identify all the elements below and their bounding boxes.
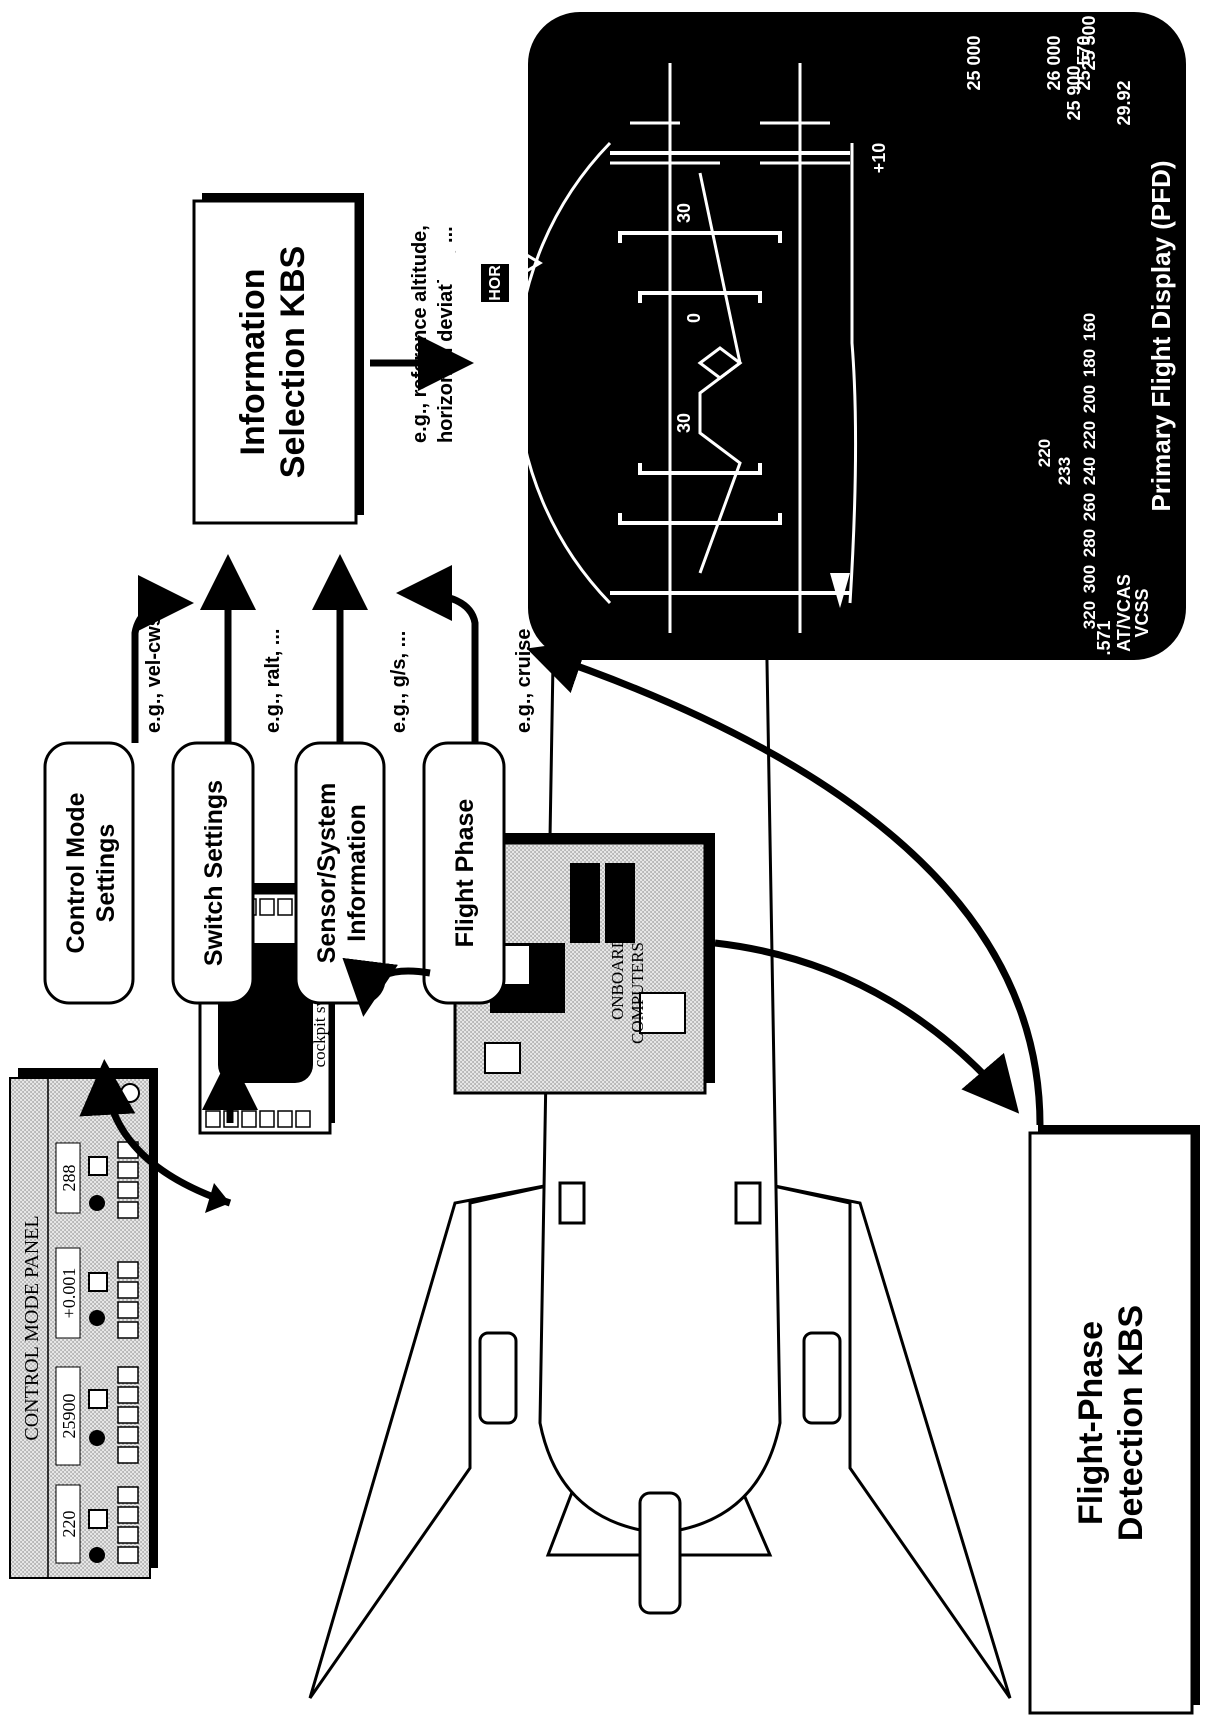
pfd-heading-center: 0	[684, 313, 704, 323]
pfd-speed-mode-1: AT/VCAS	[1114, 574, 1134, 652]
pfd-speed-ref: 220	[1035, 439, 1054, 467]
example-output-line1: e.g., reference altitude,	[409, 225, 431, 443]
example-switch: e.g., ralt, ...	[262, 629, 284, 733]
pfd-mach: .571	[1094, 620, 1114, 655]
control-panel-title: CONTROL MODE PANEL	[21, 1215, 43, 1440]
sensor-system-line1: Sensor/System	[313, 783, 341, 964]
primary-flight-display: Primary Flight Display (PFD) AT/VCAS VCS…	[440, 12, 1186, 660]
control-mode-line2: Settings	[92, 824, 120, 923]
information-selection-kbs-box: Information Selection KBS	[192, 193, 364, 525]
readout-speed: 220	[59, 1511, 79, 1538]
control-panel-readouts: 220 25900 +0.001 288	[55, 1142, 81, 1564]
pfd-alt-partial: 25 500	[1079, 15, 1099, 70]
pfd-hor-tag: HOR	[487, 265, 504, 301]
pfd-alt-tick-1: 26 000	[1044, 35, 1064, 90]
arrow-computers-to-sensor	[342, 957, 431, 1017]
pfd-speed-tick-2: 280	[1080, 529, 1099, 557]
pfd-speed-tick-5: 220	[1080, 421, 1099, 449]
readout-vs: +0.001	[59, 1268, 79, 1319]
flight-phase-kbs-line2: Detection KBS	[1112, 1305, 1150, 1541]
pfd-speed-current: 233	[1055, 457, 1074, 485]
readout-heading: 288	[59, 1165, 79, 1192]
pfd-speed-tick-0: 320	[1080, 601, 1099, 629]
pfd-frame	[528, 12, 1186, 660]
control-mode-box	[43, 741, 135, 1005]
onboard-computers-label-2: COMPUTERS	[628, 942, 647, 1044]
pfd-speed-tick-3: 260	[1080, 493, 1099, 521]
input-boxes: Control Mode Settings Switch Settings Se…	[43, 741, 506, 1005]
info-selection-line2: Selection KBS	[274, 246, 312, 478]
flight-phase-kbs-line1: Flight-Phase	[1072, 1321, 1110, 1525]
pfd-alt-current: 25 570	[1074, 35, 1094, 90]
example-sensor: e.g., g/s, ...	[388, 631, 410, 733]
flight-phase-box	[422, 741, 506, 1005]
readout-altitude: 25900	[59, 1394, 79, 1439]
flight-phase-detection-kbs-box: Flight-Phase Detection KBS	[1028, 1125, 1200, 1715]
control-mode-line1: Control Mode	[62, 792, 90, 953]
sensor-system-line2: Information	[343, 804, 371, 942]
pfd-alt-setting: 29.92	[1114, 80, 1134, 125]
switch-settings-box	[171, 741, 255, 1005]
arrow-panel-to-control-mode	[79, 1059, 232, 1207]
arrow-phase-to-isk	[396, 565, 479, 743]
pfd-caption: Primary Flight Display (PFD)	[1146, 160, 1176, 511]
pfd-speed-tick-8: 160	[1080, 313, 1099, 341]
onboard-computers-label-1: ONBOARD	[608, 936, 627, 1020]
control-mode-panel: CONTROL MODE PANEL 220 25900 +0.001 288	[9, 1068, 158, 1579]
pfd-heading-right: 30	[674, 203, 694, 223]
flight-phase-label: Flight Phase	[451, 799, 479, 948]
pfd-speed-mode-2: VCSS	[1132, 588, 1152, 637]
pfd-heading-left: 30	[674, 413, 694, 433]
arrow-computers-to-fpkbs	[714, 939, 1020, 1114]
arrow-fpkbs-to-flight-phase	[526, 640, 1044, 1126]
pfd-alt-tick-2: 25 000	[964, 35, 984, 90]
pfd-pitch-minus10: -10	[494, 145, 514, 171]
flow-arrows	[79, 335, 1044, 1207]
onboard-computers: ONBOARD COMPUTERS	[449, 792, 715, 1095]
arrow-control-mode-to-isk	[131, 575, 194, 743]
pfd-pitch-plus10: +10	[869, 143, 889, 174]
pfd-speed-tick-6: 200	[1080, 385, 1099, 413]
switch-settings-label: Switch Settings	[200, 780, 228, 966]
pfd-speed-tick-1: 300	[1080, 565, 1099, 593]
info-selection-line1: Information	[234, 269, 272, 456]
example-phase: e.g., cruise	[513, 629, 535, 734]
pfd-speed-tick-7: 180	[1080, 349, 1099, 377]
pfd-speed-tick-4: 240	[1080, 457, 1099, 485]
pfd-alt-ref: 25 900	[1064, 65, 1084, 120]
